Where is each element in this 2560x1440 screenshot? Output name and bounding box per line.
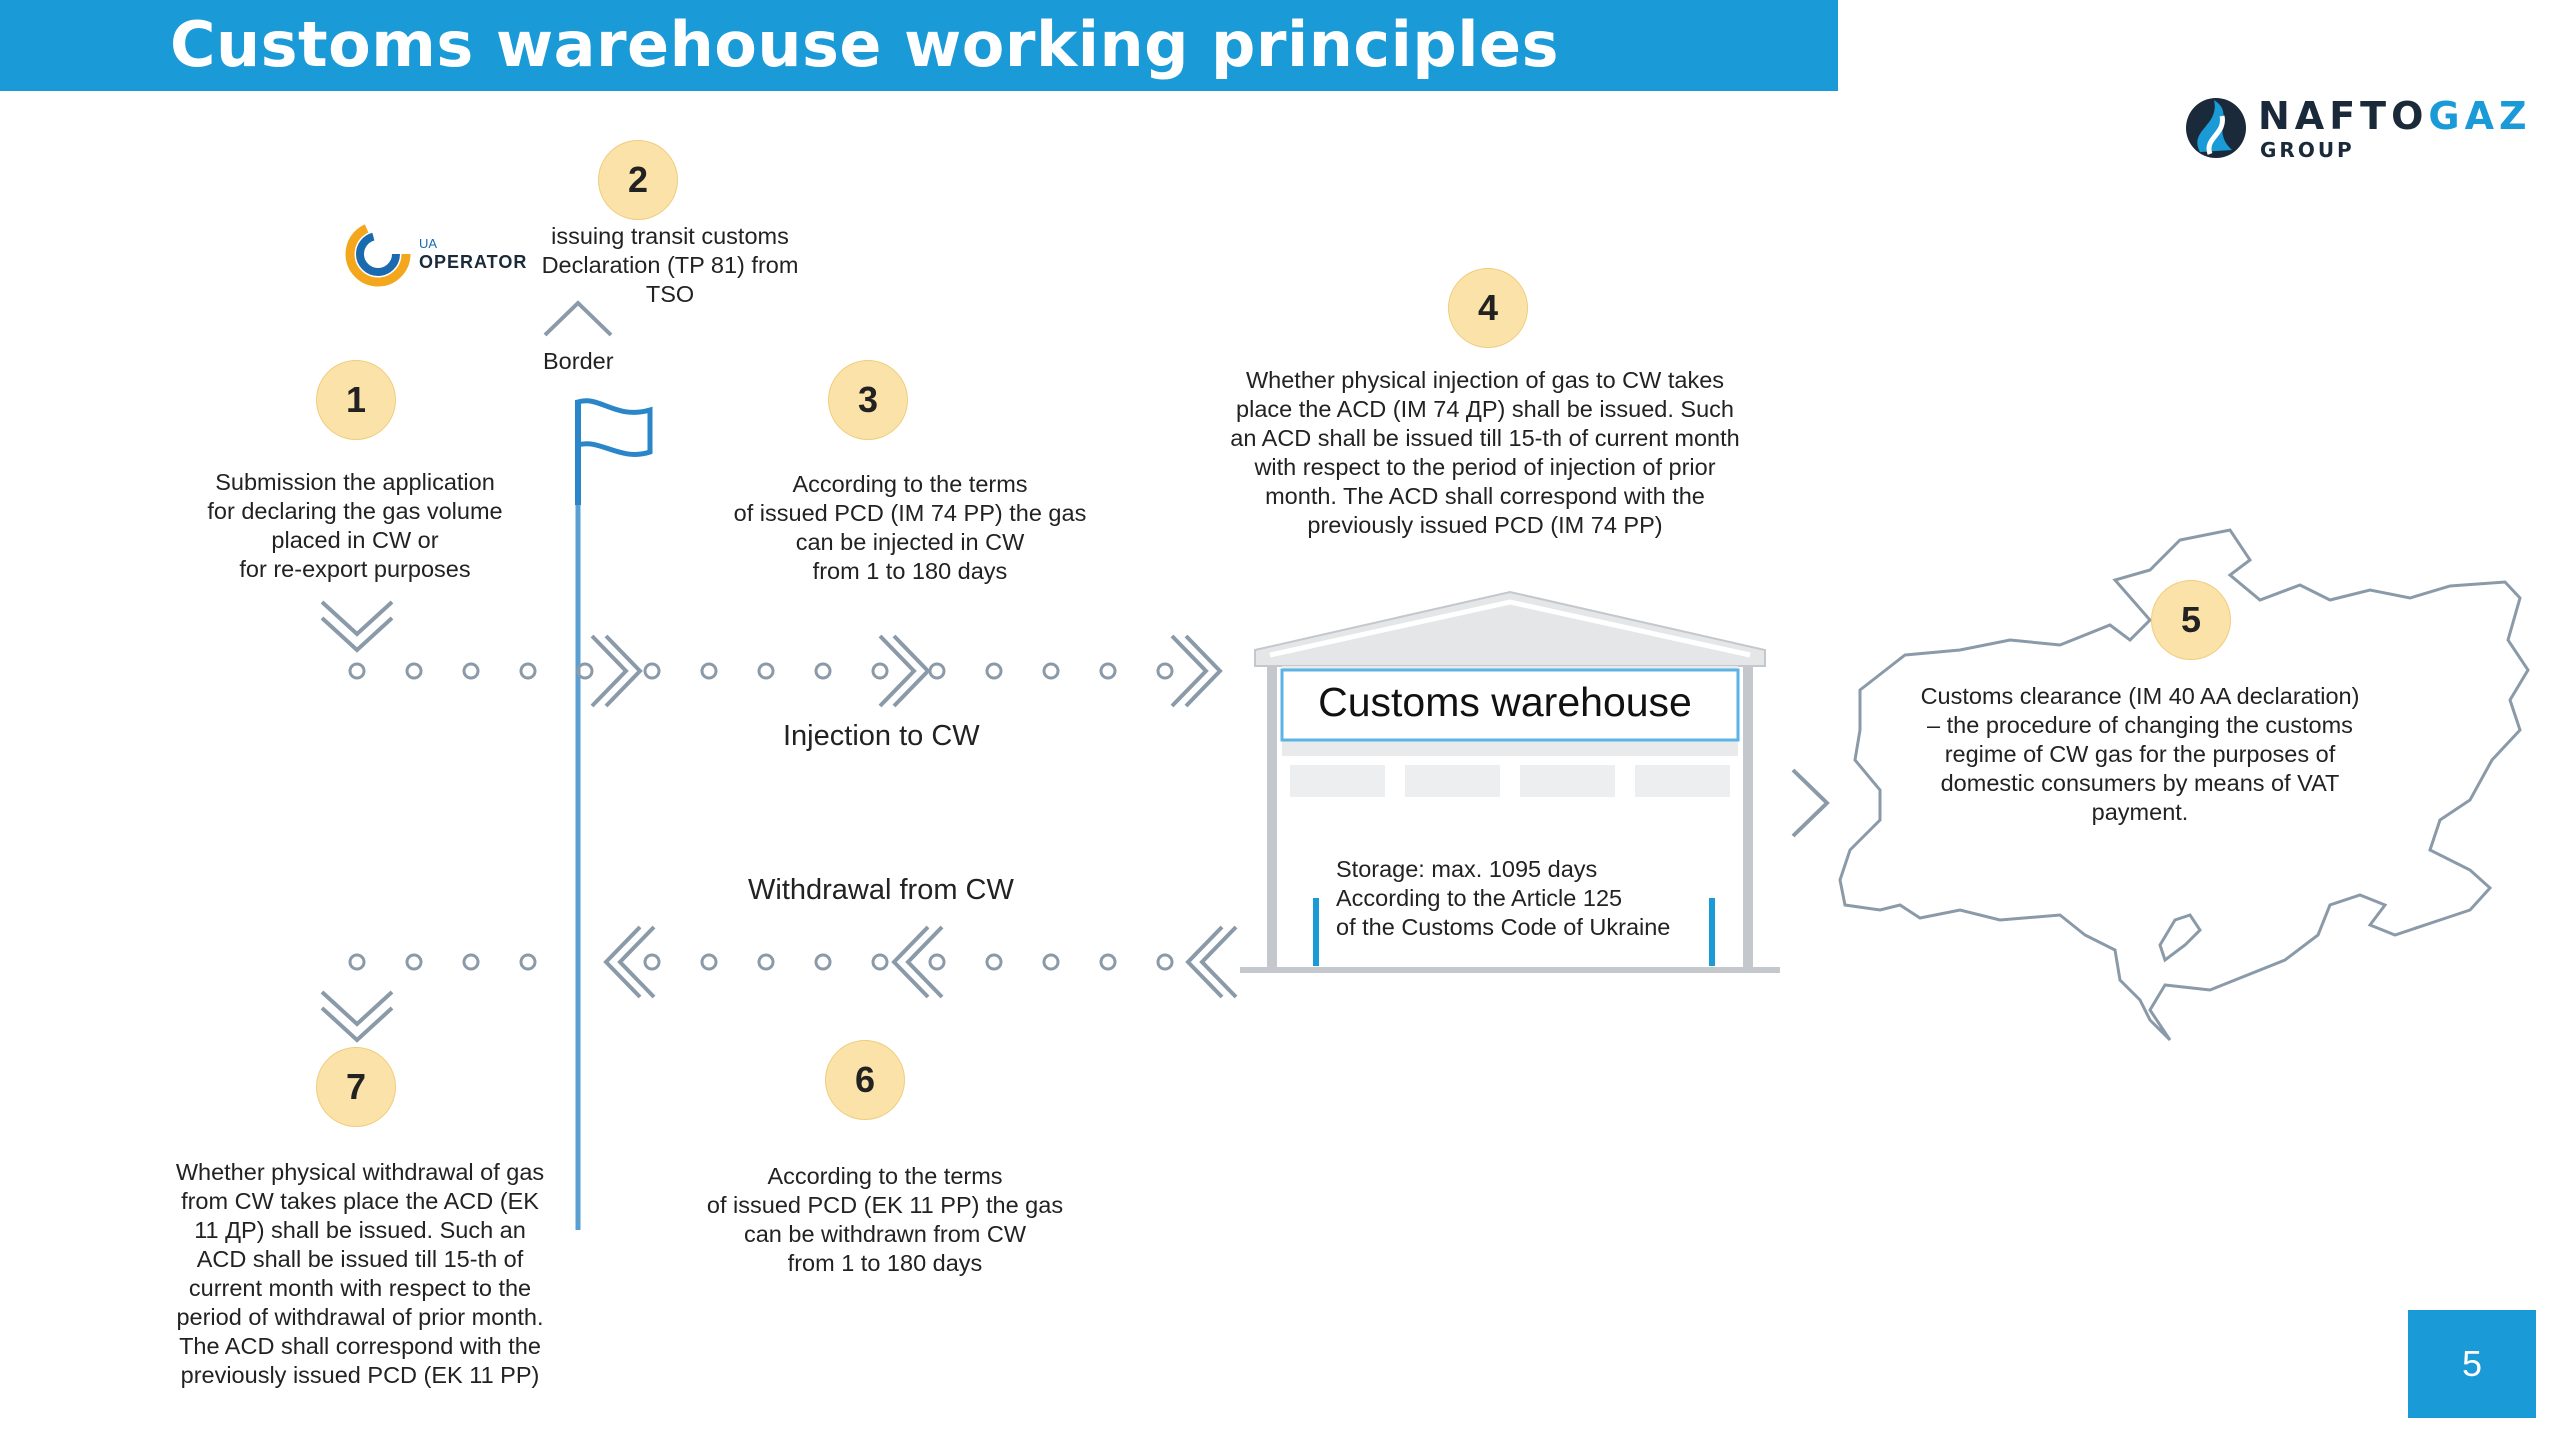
- warehouse-building: [1240, 590, 1780, 973]
- injection-flow-row: [348, 662, 1174, 680]
- step-text-1: Submission the application for declaring…: [207, 469, 503, 582]
- naftogaz-group-label: GROUP: [2260, 138, 2355, 162]
- tso-logo-name: OPERATOR: [419, 252, 528, 272]
- withdrawal-arrow-icon: [603, 925, 1238, 999]
- injection-label: Injection to CW: [783, 720, 980, 752]
- withdrawal-flow-row: [348, 953, 1174, 971]
- step-badge-3: 3: [828, 360, 908, 440]
- step-text-3: According to the terms of issued PCD (IM…: [733, 471, 1087, 584]
- tso-logo-small-text: UA: [419, 236, 438, 251]
- flag-icon: [575, 398, 653, 505]
- warehouse-storage-text: Storage: max. 1095 days According to the…: [1336, 856, 1671, 940]
- naftogaz-emblem-icon: [2186, 98, 2246, 158]
- withdrawal-label: Withdrawal from CW: [748, 874, 1014, 906]
- step1-down-chevron-icon-2: [320, 616, 394, 653]
- step-badge-6: 6: [825, 1040, 905, 1120]
- page-number: 5: [2408, 1310, 2536, 1418]
- warehouse-title: Customs warehouse: [1318, 678, 1692, 725]
- border-up-chevron-icon: [543, 300, 613, 337]
- step1-down-chevron-icon: [320, 600, 394, 637]
- step-text-4: Whether physical injection of gas to CW …: [1230, 367, 1740, 538]
- step-badge-5: 5: [2151, 580, 2231, 660]
- border-label: Border: [543, 348, 614, 374]
- step7-down-chevron-icon: [320, 990, 394, 1027]
- step-text-2: issuing transit customs Declaration (TP …: [541, 223, 799, 307]
- crimea-outline: [2158, 913, 2202, 963]
- step-text-5: Customs clearance (IM 40 AA declaration)…: [1920, 683, 2360, 825]
- step-badge-4: 4: [1448, 268, 1528, 348]
- title-bar: Customs warehouse working principles: [0, 0, 1838, 91]
- step7-down-chevron-icon-2: [320, 1006, 394, 1043]
- naftogaz-logo: NAFTOGAZ GROUP: [2180, 90, 2530, 170]
- step-text-7: Whether physical withdrawal of gas from …: [175, 1159, 545, 1388]
- tso-operator-logo: UA OPERATOR: [343, 218, 526, 290]
- injection-arrow-icon: [590, 634, 1223, 708]
- to-clearance-arrow-icon: [1791, 768, 1830, 838]
- step-badge-1: 1: [316, 360, 396, 440]
- tso-emblem-icon: [345, 221, 411, 287]
- ukraine-map-outline: [1838, 528, 2530, 1042]
- step-text-6: According to the terms of issued PCD (EK…: [706, 1163, 1064, 1276]
- naftogaz-wordmark: NAFTOGAZ: [2258, 94, 2532, 138]
- step-badge-2: 2: [598, 140, 678, 220]
- page-title: Customs warehouse working principles: [170, 8, 1559, 81]
- step-badge-7: 7: [316, 1047, 396, 1127]
